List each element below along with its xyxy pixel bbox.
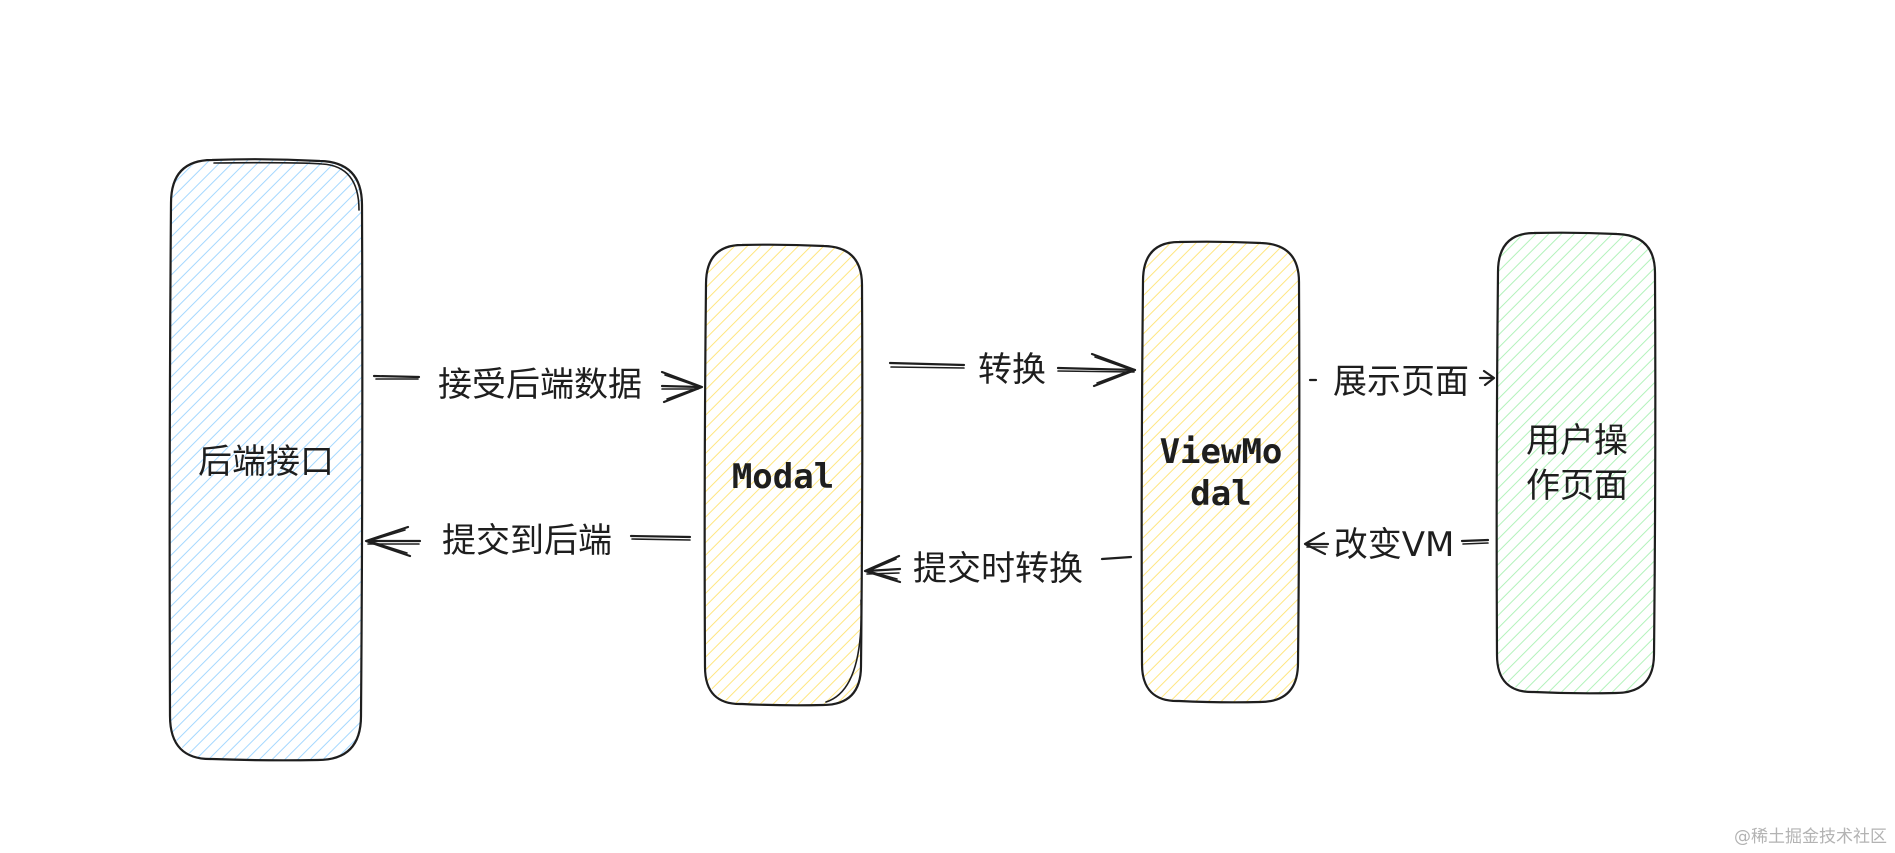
edge-label-change-vm: 改变VM (1334, 525, 1455, 565)
user-page-node: 用户操 作页面 (1495, 231, 1657, 695)
edge-label-submit-to-backend: 提交到后端 (442, 521, 612, 561)
backend-api-node: 后端接口 (168, 158, 364, 762)
watermark: @稀土掘金技术社区 (1734, 827, 1887, 847)
modal-label: Modal (732, 457, 834, 497)
edge-receive-backend-data: 接受后端数据 (372, 365, 704, 405)
edge-convert: 转换 (888, 350, 1137, 390)
viewmodal-node: ViewMo dal (1140, 240, 1301, 704)
arrowhead-icon (863, 554, 902, 584)
edge-label-convert-on-submit: 提交时转换 (913, 549, 1083, 589)
viewmodal-label-line2: dal (1190, 474, 1251, 514)
edge-change-vm: 改变VM (1303, 525, 1490, 565)
edge-label-show-page: 展示页面 (1333, 362, 1469, 402)
edge-line (372, 374, 421, 379)
edge-label-convert: 转换 (978, 350, 1046, 390)
edge-show-page: 展示页面 (1308, 362, 1496, 402)
backend-api-label: 后端接口 (198, 442, 334, 482)
viewmodal-label-line1: ViewMo (1160, 432, 1283, 472)
edge-label-receive-backend-data: 接受后端数据 (438, 365, 642, 405)
arrowhead-icon (1090, 352, 1137, 388)
user-page-label-line1: 用户操 (1526, 421, 1628, 461)
modal-node: Modal (703, 243, 864, 707)
arrowhead-icon (1482, 369, 1496, 387)
edge-line (864, 567, 902, 573)
arrowhead-icon (364, 525, 412, 558)
edge-line (888, 361, 966, 367)
user-page-label-line2: 作页面 (1526, 466, 1628, 506)
edge-convert-on-submit: 提交时转换 (863, 549, 1133, 589)
arrowhead-icon (1303, 531, 1327, 556)
edge-submit-to-backend: 提交到后端 (364, 521, 692, 561)
